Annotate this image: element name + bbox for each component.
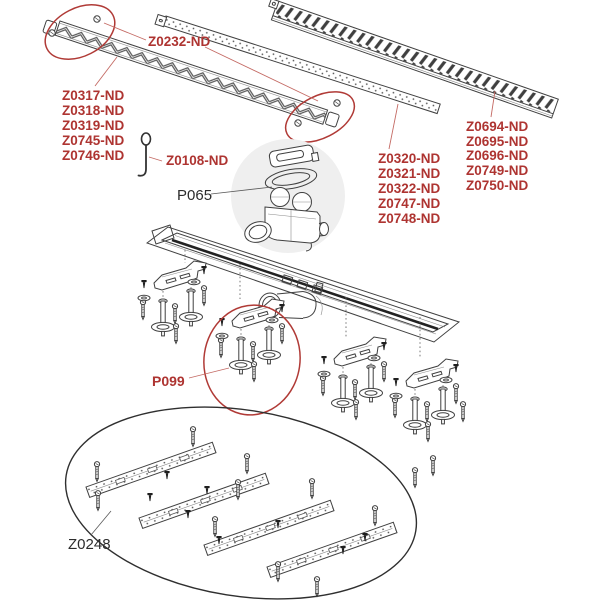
leader-lines [90, 22, 496, 536]
labels: Z0232-ND Z0317-ND Z0318-ND Z0319-ND Z074… [62, 34, 529, 553]
label-wave-screws: Z0232-ND [148, 34, 211, 49]
label-mounting-strips: Z0248 [68, 536, 111, 553]
channel-hooks [281, 274, 324, 295]
mounting-strip [203, 499, 335, 556]
mounting-strip [85, 441, 217, 498]
label-siphon-unit: P065 [177, 187, 212, 204]
screw-icon [93, 15, 101, 23]
label-hook-pin: Z0108-ND [166, 153, 229, 168]
siphon-floats [270, 187, 312, 212]
kit-screws [93, 426, 379, 597]
siphon-cover [268, 144, 320, 168]
siphon-gasket [264, 168, 318, 190]
label-wave-grate-variant: Z0319-ND [62, 118, 125, 133]
foot-assembly [138, 261, 207, 343]
label-wave-grate-variant: Z0318-ND [62, 103, 125, 118]
highlight-ellipse-right [284, 91, 356, 143]
screw-icon [48, 29, 56, 37]
label-ladder-grate-variant: Z0750-ND [466, 178, 529, 193]
mounting-strip-kit [64, 406, 418, 600]
label-perforated-grate-variant: Z0321-ND [378, 166, 441, 181]
screw-icon [333, 99, 341, 107]
highlight-ellipse-foot [203, 304, 301, 416]
label-perforated-grate-variant: Z0322-ND [378, 181, 441, 196]
foot-assembly [318, 337, 387, 419]
label-ladder-grate-variant: Z0749-ND [466, 163, 529, 178]
siphon-assembly [231, 139, 345, 253]
siphon-flange-ring [244, 221, 272, 243]
label-perforated-grate-variant: Z0320-ND [378, 151, 441, 166]
label-ladder-grate-variant: Z0695-ND [466, 134, 529, 149]
screw-icon [411, 467, 419, 488]
label-wave-grate-variant: Z0746-ND [62, 148, 125, 163]
ladder-grate [268, 0, 559, 119]
mounting-strip [266, 521, 398, 578]
label-wave-grate-variant: Z0745-ND [62, 133, 125, 148]
mounting-strip [138, 472, 270, 529]
screw-icon [429, 455, 437, 476]
screw-icon [294, 119, 302, 127]
label-perforated-grate-variant: Z0748-ND [378, 211, 441, 226]
screw-icon [459, 401, 467, 422]
grate-end-screws [48, 15, 341, 127]
highlight-ellipse-left [44, 4, 116, 60]
label-perforated-grate-variant: Z0747-ND [378, 196, 441, 211]
kit-ellipse [64, 406, 418, 600]
label-wave-grate-variant: Z0317-ND [62, 88, 125, 103]
hook-pin-icon [137, 132, 152, 177]
foot-assembly [390, 359, 459, 441]
label-ladder-grate-variant: Z0696-ND [466, 148, 529, 163]
label-adjustable-foot: P099 [152, 373, 185, 389]
siphon-body [264, 206, 329, 252]
perforated-grate [154, 13, 441, 115]
label-ladder-grate-variant: Z0694-ND [466, 119, 529, 134]
